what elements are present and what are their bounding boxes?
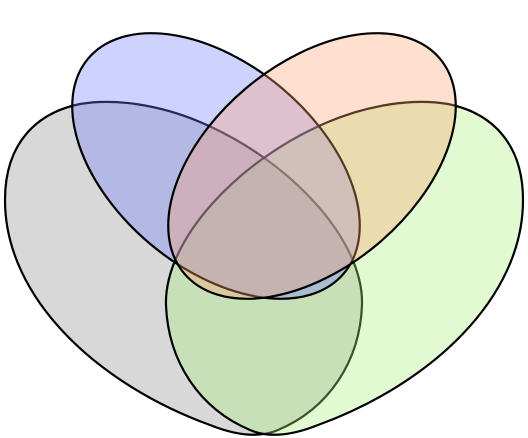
venn-set-orange (167, 32, 457, 300)
venn-set-blue (71, 32, 361, 300)
